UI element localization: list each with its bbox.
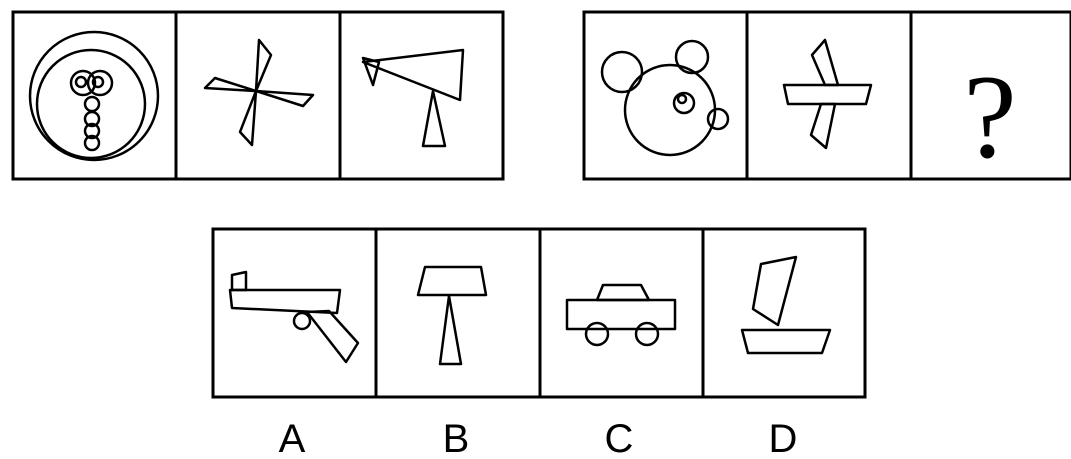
figure-pinwheel xyxy=(205,40,313,145)
option-a-label[interactable]: A xyxy=(279,417,306,459)
option-b-label[interactable]: B xyxy=(443,417,470,459)
figure-circles-face xyxy=(30,32,158,160)
option-d-label[interactable]: D xyxy=(769,417,798,459)
figure-bar-fins xyxy=(784,40,871,148)
left-sequence xyxy=(13,12,503,179)
figure-mouse-circles xyxy=(602,41,728,155)
option-b-figure[interactable] xyxy=(418,267,486,364)
option-a-figure[interactable] xyxy=(230,272,358,362)
option-c-label[interactable]: C xyxy=(605,417,634,459)
answer-options: A B C D xyxy=(213,229,865,459)
right-sequence: ? xyxy=(584,12,1071,183)
option-c-figure[interactable] xyxy=(567,285,675,345)
question-mark: ? xyxy=(963,50,1016,183)
option-d-figure[interactable] xyxy=(742,257,830,353)
figure-pumpjack xyxy=(363,50,463,146)
